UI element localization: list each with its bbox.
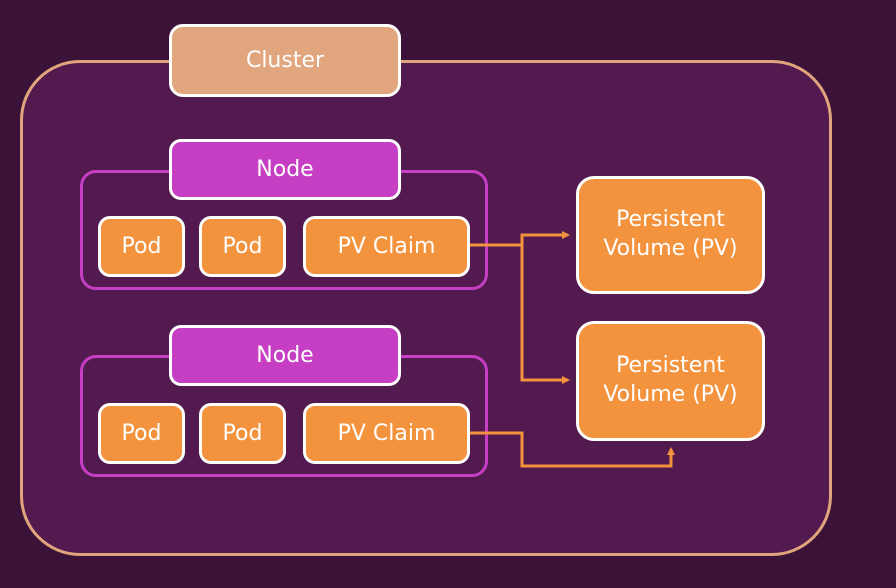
- node-1-pod-1: Pod: [98, 216, 185, 277]
- pod-label: Pod: [222, 421, 263, 446]
- connector-claim2-pv2: [470, 431, 675, 468]
- connector-claim1-pv2: [520, 245, 570, 384]
- cluster-region: [20, 60, 832, 556]
- node-2-pod-2: Pod: [199, 403, 286, 464]
- node-2-pod-1: Pod: [98, 403, 185, 464]
- node-2-label: Node: [169, 325, 401, 386]
- pv-claim-label: PV Claim: [337, 421, 436, 446]
- persistent-volume-1: Persistent Volume (PV): [576, 176, 765, 294]
- persistent-volume-2: Persistent Volume (PV): [576, 321, 765, 441]
- pv-line-2: Volume (PV): [603, 236, 738, 261]
- pod-label: Pod: [222, 234, 263, 259]
- pv-line-1: Persistent: [616, 353, 725, 379]
- connector-claim1-pv1: [470, 231, 570, 247]
- node-1-label: Node: [169, 139, 401, 200]
- node-1-label-text: Node: [256, 157, 314, 182]
- pod-label: Pod: [121, 421, 162, 446]
- node-1-pod-2: Pod: [199, 216, 286, 277]
- node-2-pv-claim: PV Claim: [303, 403, 470, 464]
- node-2-label-text: Node: [256, 343, 314, 368]
- pv-claim-label: PV Claim: [337, 234, 436, 259]
- pod-label: Pod: [121, 234, 162, 259]
- cluster-label: Cluster: [169, 24, 401, 97]
- pv-line-1: Persistent: [616, 207, 725, 233]
- cluster-label-text: Cluster: [245, 48, 325, 73]
- pv-line-2: Volume (PV): [603, 382, 738, 407]
- node-1-pv-claim: PV Claim: [303, 216, 470, 277]
